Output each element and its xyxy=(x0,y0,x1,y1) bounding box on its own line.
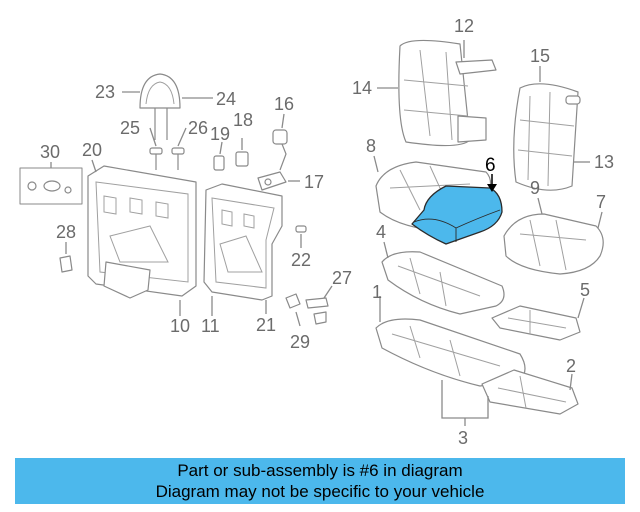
seatback-frame-right xyxy=(203,183,283,301)
callout-7: 7 xyxy=(596,192,606,212)
latch-16 xyxy=(272,129,288,171)
callout-9: 9 xyxy=(530,178,540,198)
callout-2: 2 xyxy=(566,356,576,376)
callout-11: 11 xyxy=(201,316,220,336)
callout-5: 5 xyxy=(580,280,590,300)
callout-8: 8 xyxy=(366,136,376,156)
callout-25: 25 xyxy=(120,118,140,138)
seatback-cushion-14 xyxy=(398,39,497,147)
bolts xyxy=(149,147,185,170)
callout-29: 29 xyxy=(290,332,310,352)
seatback-frame-left xyxy=(87,165,197,299)
callout-23: 23 xyxy=(95,82,115,102)
callout-19: 19 xyxy=(210,124,230,144)
seat-cover-6-highlighted xyxy=(411,185,503,245)
callout-16: 16 xyxy=(274,94,294,114)
bracket-29 xyxy=(285,293,329,325)
pad-5 xyxy=(491,305,581,341)
callout-21: 21 xyxy=(256,315,276,335)
latch-17 xyxy=(257,171,287,191)
info-banner: Part or sub-assembly is #6 in diagram Di… xyxy=(15,458,625,504)
callout-1: 1 xyxy=(372,282,382,302)
banner-line-1: Part or sub-assembly is #6 in diagram xyxy=(177,461,463,480)
callout-18: 18 xyxy=(233,110,253,130)
callout-14: 14 xyxy=(352,78,372,98)
callout-24: 24 xyxy=(216,89,236,109)
callout-4: 4 xyxy=(376,222,386,242)
clip-28 xyxy=(59,255,73,273)
hardware-30 xyxy=(27,180,72,194)
clip-19 xyxy=(213,155,225,171)
callout-6: 6 xyxy=(485,155,496,176)
callout-13: 13 xyxy=(594,152,614,172)
callout-17: 17 xyxy=(304,172,324,192)
seat-cushion-9 xyxy=(503,213,604,275)
clip-18 xyxy=(235,151,249,167)
callout-30: 30 xyxy=(40,142,60,162)
callout-27: 27 xyxy=(332,268,352,288)
callout-20: 20 xyxy=(82,140,102,160)
callout-3: 3 xyxy=(458,428,468,448)
callout-12: 12 xyxy=(454,16,474,36)
callout-28: 28 xyxy=(56,222,76,242)
seatback-cushion-15 xyxy=(513,83,581,191)
callout-10: 10 xyxy=(170,316,190,336)
callout-15: 15 xyxy=(530,46,550,66)
headrest xyxy=(139,73,181,140)
pad-4 xyxy=(381,251,505,315)
clip-22 xyxy=(295,225,307,233)
callout-22: 22 xyxy=(291,250,311,270)
seat-frame-2 xyxy=(481,369,579,415)
callout-26: 26 xyxy=(188,118,208,138)
parts-diagram: 23 24 25 26 19 18 16 17 30 28 xyxy=(19,16,614,448)
banner-line-2: Diagram may not be specific to your vehi… xyxy=(155,482,485,501)
